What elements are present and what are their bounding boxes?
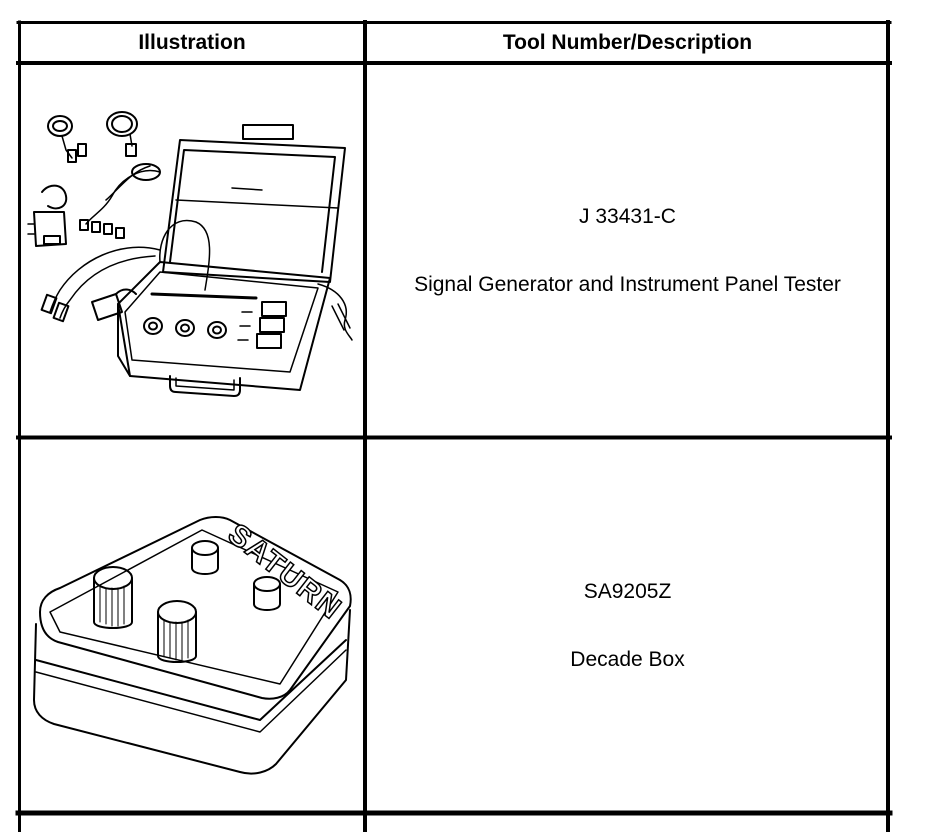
table-row-1-description: J 33431-C Signal Generator and Instrumen… [367,66,888,435]
tool-description: Signal Generator and Instrument Panel Te… [414,273,841,296]
table-row-1-illustration [21,66,363,435]
header-tool-description: Tool Number/Description [502,31,753,54]
saturn-logo: SATURN [222,518,349,627]
tool-number: J 33431-C [579,205,676,228]
signal-generator-case-icon [27,111,353,397]
tool-number: SA9205Z [583,580,672,603]
header-illustration: Illustration [138,31,246,54]
table-row-2-description: SA9205Z Decade Box [367,441,888,811]
tool-description: Decade Box [570,648,685,671]
decade-box-icon: SATURN [33,516,352,775]
table-row-2-illustration: SATURN [21,441,363,811]
